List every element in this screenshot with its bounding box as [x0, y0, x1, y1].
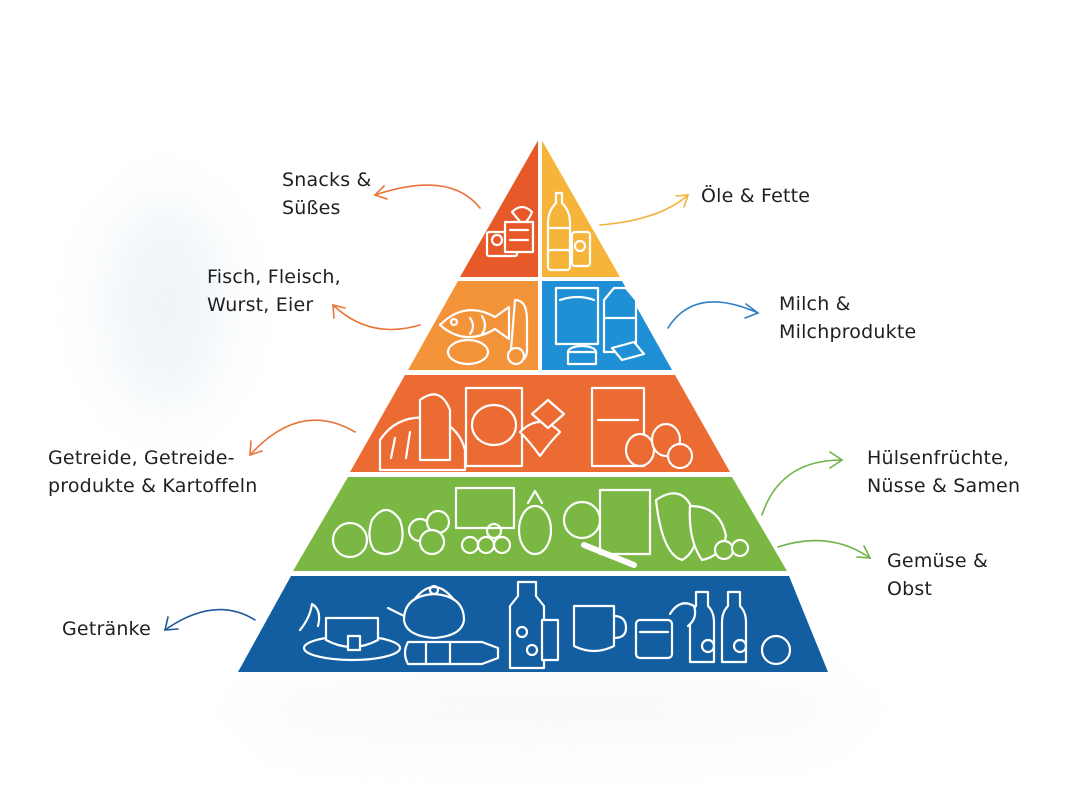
vegetables-icon: [331, 486, 750, 568]
arrow-legumes: [761, 459, 843, 516]
background-haze-bottom: [240, 690, 860, 730]
milk-carton-icon: [554, 286, 646, 366]
arrow-drinks-head: [163, 616, 179, 631]
arrow-veg-head: [856, 545, 872, 559]
label-grains: Getreide, Getreide- produkte & Kartoffel…: [48, 447, 258, 497]
arrow-dairy-head: [744, 303, 760, 319]
teapot-icon: [298, 584, 466, 662]
arrow-oils-head: [675, 194, 690, 208]
arrow-grains: [249, 419, 356, 456]
bread-icon: [378, 386, 694, 472]
arrow-grains-head: [249, 440, 263, 457]
arrow-drinks: [164, 608, 256, 631]
water-bottle-icon: [403, 580, 792, 670]
arrow-meat: [332, 304, 421, 331]
label-meat: Fisch, Fleisch, Wurst, Eier: [207, 266, 341, 316]
label-legumes: Hülsenfrüchte, Nüsse & Samen: [867, 447, 1021, 497]
arrow-veg: [777, 539, 871, 559]
label-drinks: Getränke: [62, 618, 151, 640]
label-oils: Öle & Fette: [701, 185, 811, 207]
background-haze: [110, 200, 220, 410]
arrow-legumes-head: [829, 451, 844, 469]
label-snacks: Snacks & Süßes: [282, 169, 372, 219]
fish-icon: [438, 298, 529, 366]
candy-icon: [485, 205, 535, 258]
arrow-snacks: [374, 184, 481, 209]
label-veg: Gemüse & Obst: [887, 550, 989, 600]
label-dairy: Milch & Milchprodukte: [779, 293, 917, 343]
arrow-oils: [599, 194, 689, 226]
arrow-snacks-head: [373, 185, 388, 200]
oil-bottle-icon: [546, 191, 592, 272]
arrow-dairy: [667, 301, 759, 329]
arrow-meat-head: [332, 303, 346, 319]
